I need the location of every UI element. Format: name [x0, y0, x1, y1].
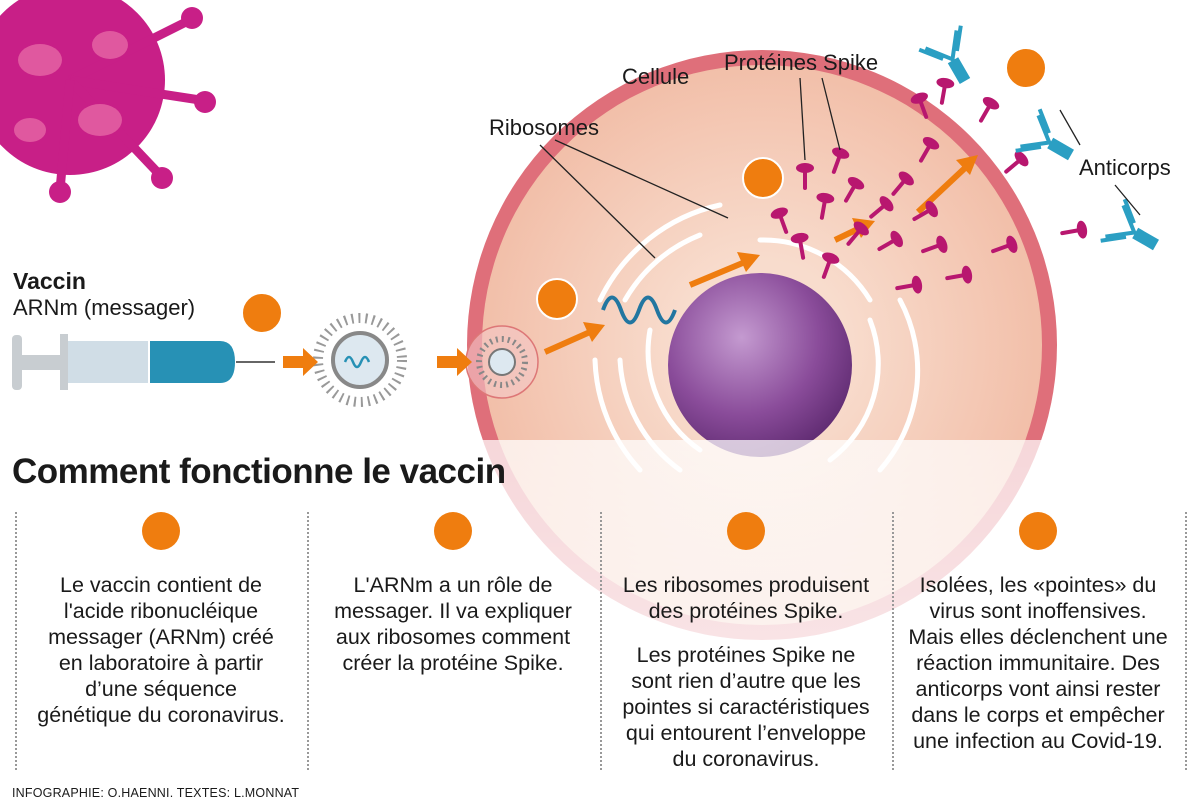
spike-protein-icon	[895, 275, 923, 294]
credit-line: INFOGRAPHIE: O.HAENNI. TEXTES: L.MONNAT	[12, 786, 300, 800]
lipid-nanoparticle-icon	[313, 313, 407, 407]
divider	[15, 512, 17, 770]
antibody-icon	[918, 25, 971, 84]
coronavirus-icon	[0, 0, 216, 203]
divider	[892, 512, 894, 770]
step-text: Isolées, les «pointes» du virus sont ino…	[908, 573, 1168, 753]
spike-protein-icon	[816, 192, 835, 220]
step-text: Les protéines Spike ne sont rien d’autre…	[622, 643, 870, 771]
step-text: L'ARNm a un rôle de messager. Il va expl…	[334, 573, 572, 675]
page-title: Comment fonctionne le vaccin	[12, 452, 506, 491]
ribosomes-label: Ribosomes	[489, 115, 600, 140]
spike-protein-icon	[921, 235, 948, 254]
antibodies-label: Anticorps	[1079, 155, 1171, 180]
syringe-icon	[12, 334, 275, 390]
spike-protein-icon	[945, 265, 973, 284]
step-text: Les ribosomes produisent des protéines S…	[622, 573, 870, 623]
step-marker-icon	[1019, 512, 1057, 550]
mrna-strand	[601, 295, 677, 325]
spike-protein-icon	[912, 200, 938, 221]
spike-proteins-label: Protéines Spike	[724, 50, 879, 75]
step-4: Isolées, les «pointes» du virus sont ino…	[902, 512, 1174, 770]
step-marker-icon	[434, 512, 472, 550]
spike-protein-icon	[891, 171, 914, 196]
step-text: Le vaccin contient de l'acide ribonucléi…	[37, 573, 285, 727]
antibody-icon	[1100, 198, 1159, 251]
step-1: Le vaccin contient de l'acide ribonucléi…	[30, 512, 292, 770]
spike-proteins	[770, 77, 1088, 294]
step-marker-icon	[727, 512, 765, 550]
divider	[600, 512, 602, 770]
spike-protein-icon	[936, 77, 955, 105]
step-3: Les ribosomes produisent des protéines S…	[608, 512, 884, 771]
spike-protein-icon	[869, 196, 894, 219]
step-marker-icon	[142, 512, 180, 550]
spike-protein-icon	[846, 221, 869, 246]
nucleus	[668, 273, 852, 457]
spike-protein-icon	[770, 207, 789, 234]
vaccine-label-title: Vaccin	[13, 268, 86, 294]
divider	[1185, 512, 1187, 770]
antibodies	[918, 25, 1159, 251]
antibody-icon	[1015, 108, 1074, 161]
spike-protein-icon	[821, 252, 840, 279]
divider	[307, 512, 309, 770]
spike-protein-icon	[1004, 151, 1029, 174]
spike-protein-icon	[831, 147, 850, 174]
step-markers	[241, 47, 1047, 334]
spike-protein-icon	[790, 232, 809, 260]
spike-protein-icon	[844, 177, 865, 203]
cell-label: Cellule	[622, 64, 690, 89]
spike-protein-icon	[1060, 220, 1088, 239]
spike-protein-icon	[877, 230, 903, 251]
spike-protein-icon	[991, 235, 1018, 254]
step-2: L'ARNm a un rôle de messager. Il va expl…	[322, 512, 584, 770]
vaccine-label-subtitle: ARNm (messager)	[13, 295, 196, 320]
label-pointers	[539, 77, 1141, 259]
spike-protein-icon	[919, 137, 940, 163]
spike-protein-icon	[796, 163, 814, 190]
spike-protein-icon	[910, 92, 929, 119]
spike-protein-icon	[979, 97, 1000, 123]
particle-entering-cell-icon	[465, 325, 539, 399]
